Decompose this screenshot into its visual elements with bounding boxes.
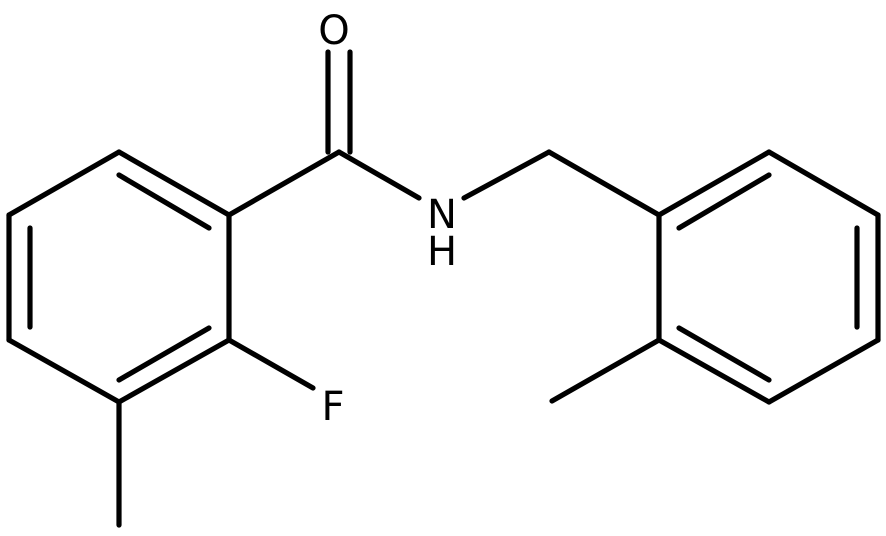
nitrogen-methylene-bond — [461, 149, 552, 201]
carbon-fluorine-bond — [226, 337, 316, 391]
bond — [116, 337, 232, 405]
carbonyl-nitrogen-bond — [336, 149, 422, 201]
bond-inner-double — [116, 172, 212, 231]
oxygen-atom-label: O — [318, 8, 349, 54]
nitrogen-atom-label: N — [427, 192, 457, 238]
bond — [116, 149, 232, 218]
bond — [656, 149, 772, 218]
fluorine-atom-label: F — [321, 384, 344, 430]
bond-inner-double — [116, 325, 212, 383]
ring-carbonyl-bond — [226, 149, 342, 218]
bond — [656, 337, 772, 405]
bond-inner-double — [676, 172, 772, 231]
bond-inner-double — [676, 325, 772, 383]
bond — [766, 149, 881, 218]
methyl-bond-right — [549, 337, 662, 404]
methylene-ring-bond — [546, 149, 662, 218]
right-benzene-ring — [656, 149, 881, 405]
hydrogen-atom-label: H — [427, 229, 457, 275]
bond — [766, 337, 881, 405]
bond — [6, 337, 122, 405]
bond — [6, 149, 122, 218]
left-benzene-ring — [6, 149, 232, 405]
